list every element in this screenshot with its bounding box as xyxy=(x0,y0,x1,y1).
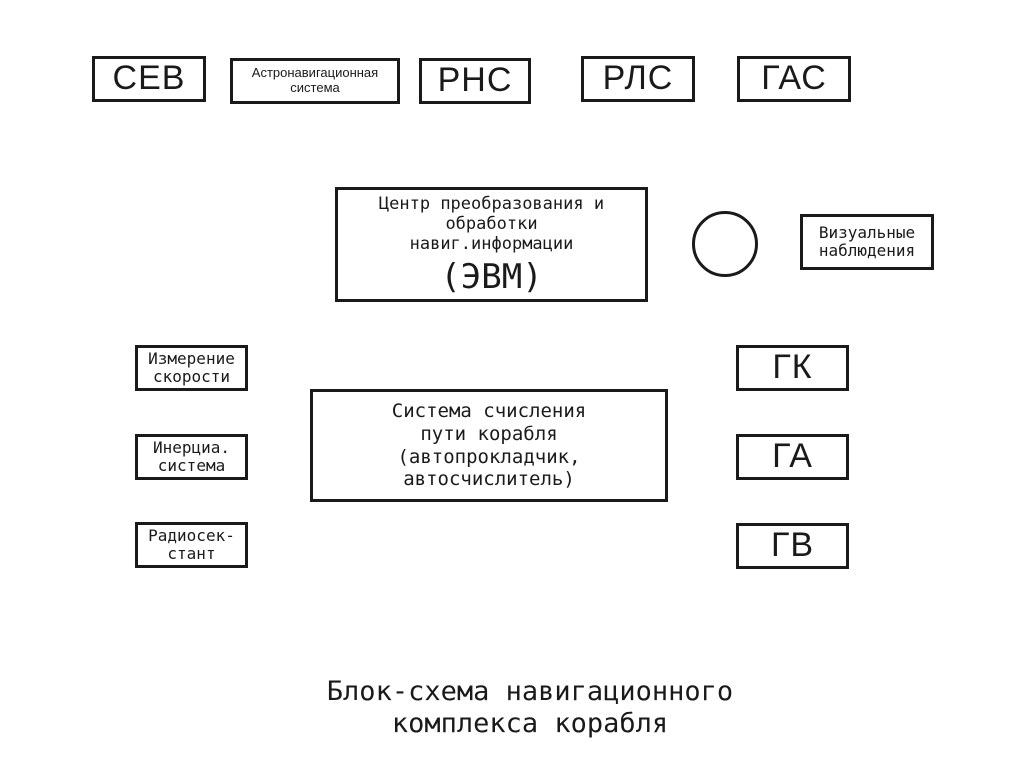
astronavigation-system-box: Астронавигационная система xyxy=(230,58,400,104)
radio-sextant-box: Радиосек- стант xyxy=(135,522,248,568)
visual-observation-line-2: наблюдения xyxy=(818,241,916,260)
astronavigation-line-2: система xyxy=(290,80,340,95)
evm-label: (ЭВМ) xyxy=(440,256,543,297)
radio-sextant-line-2: стант xyxy=(167,544,216,563)
dead-reckoning-line-2: пути корабля xyxy=(420,422,558,445)
processing-center-line-2: обработки xyxy=(445,213,538,234)
gk-box: ГК xyxy=(736,345,849,391)
diagram-caption: Блок-схема навигационного комплекса кора… xyxy=(240,676,820,741)
caption-line-2: комплекса корабля xyxy=(391,708,669,740)
gk-label: ГК xyxy=(772,348,813,387)
rns-box: РНС xyxy=(419,58,531,104)
ga-box: ГА xyxy=(736,434,849,480)
speed-measurement-box: Измерение скорости xyxy=(135,345,248,391)
processing-center-line-3: навиг.информации xyxy=(409,234,574,255)
visual-observation-line-1: Визуальные xyxy=(818,222,916,242)
speed-measurement-line-2: скорости xyxy=(152,367,231,386)
gv-box: ГВ xyxy=(736,523,849,569)
sev-label: СЕВ xyxy=(112,59,186,98)
ga-label: ГА xyxy=(772,437,813,476)
processing-center-line-1: Центр преобразования и xyxy=(378,193,605,214)
astronavigation-line-1: Астронавигационная xyxy=(251,65,379,81)
caption-line-1: Блок-схема навигационного xyxy=(326,676,734,707)
dead-reckoning-line-4: автосчислитель) xyxy=(403,468,575,491)
rls-label: РЛС xyxy=(602,59,674,98)
processing-center-box: Центр преобразования и обработки навиг.и… xyxy=(335,187,648,302)
speed-measurement-line-1: Измерение xyxy=(148,348,235,368)
dead-reckoning-box: Система счисления пути корабля (автопрок… xyxy=(310,389,668,502)
dead-reckoning-line-3: (автопрокладчик, xyxy=(397,445,581,468)
radio-sextant-line-1: Радиосек- xyxy=(148,525,235,545)
gas-label: ГАС xyxy=(761,59,827,98)
rns-label: РНС xyxy=(437,61,513,100)
gv-label: ГВ xyxy=(770,526,815,565)
gas-box: ГАС xyxy=(737,56,851,102)
rls-box: РЛС xyxy=(581,56,695,102)
inertial-system-line-1: Инерциа. xyxy=(152,437,231,457)
inertial-system-line-2: система xyxy=(157,456,226,475)
visual-observation-box: Визуальные наблюдения xyxy=(800,214,934,270)
sev-box: СЕВ xyxy=(92,56,206,102)
inertial-system-box: Инерциа. система xyxy=(135,434,248,480)
circle-symbol xyxy=(692,211,758,277)
dead-reckoning-line-1: Система счисления xyxy=(391,399,587,422)
